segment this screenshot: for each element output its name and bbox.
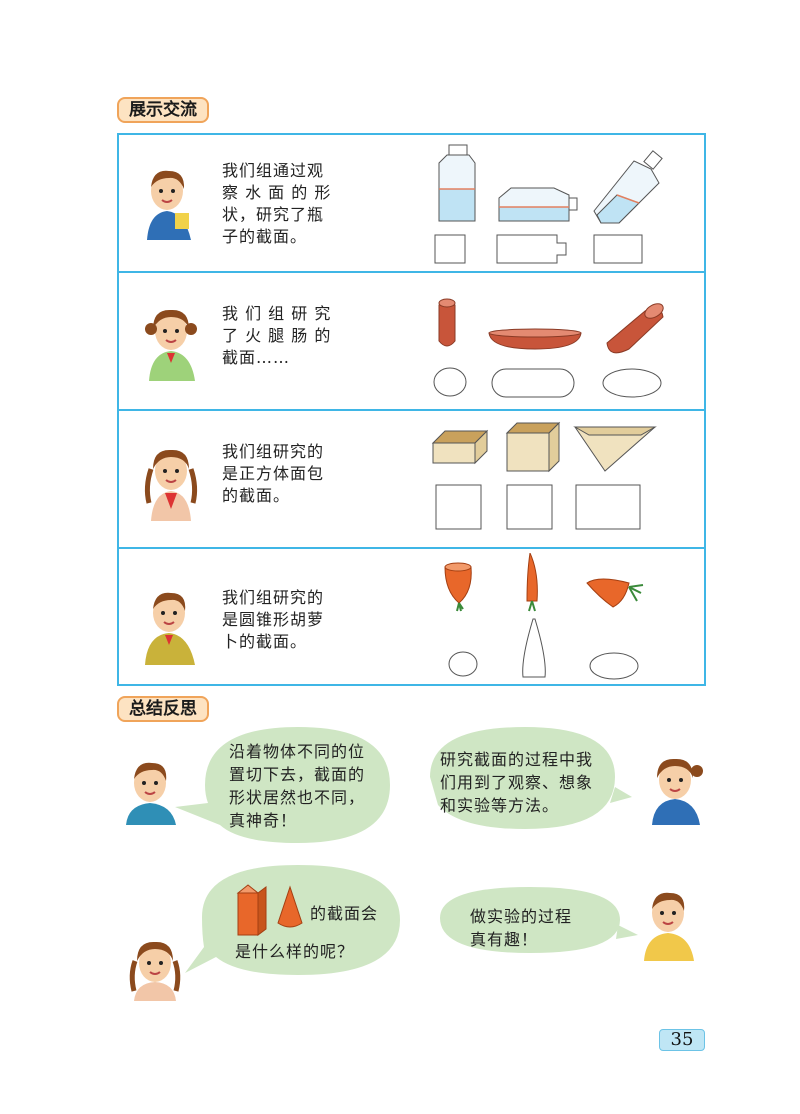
bubble-text-1: 沿着物体不同的位 置切下去，截面的 形状居然也不同， 真神奇！ [229, 742, 366, 830]
bread-figures [431, 421, 657, 530]
row-text: 我们组研究的 是正方体面包 的截面。 [222, 442, 325, 505]
lying-bottle [498, 187, 578, 222]
boy-avatar [126, 762, 176, 825]
showcase-panel: 我们组通过观 察 水 面 的 形 状，研究了瓶 子的截面。 [117, 133, 706, 686]
section-triangle [522, 618, 546, 678]
row-bread: 我们组研究的 是正方体面包 的截面。 [119, 411, 704, 549]
section-ellipse [589, 652, 639, 680]
carrot-figures [444, 553, 644, 680]
row-bottle: 我们组通过观 察 水 面 的 形 状，研究了瓶 子的截面。 [119, 135, 704, 273]
section-circle [433, 367, 467, 397]
section-rectangle [575, 484, 641, 530]
summary-illustrations [126, 727, 703, 1001]
row-text: 我 们 组 研 究 了 火 腿 肠 的 截面…… [222, 304, 332, 367]
section-bottle-shape [496, 234, 567, 264]
row-text: 我们组通过观 察 水 面 的 形 状，研究了瓶 子的截面。 [222, 161, 332, 246]
speech-bubble [430, 727, 615, 829]
girl-avatar [145, 309, 197, 381]
row-sausage: 我 们 组 研 究 了 火 腿 肠 的 截面…… [119, 273, 704, 411]
section-ellipse [602, 368, 662, 398]
girl-avatar [144, 449, 198, 521]
speech-bubble [175, 727, 390, 843]
section-square [506, 484, 553, 530]
girl-avatar [129, 941, 181, 1001]
sausage-figures [433, 298, 664, 398]
bubble-text-3a: 的截面会 [310, 904, 379, 923]
bottle-figures [434, 144, 663, 264]
boy-avatar [145, 592, 195, 665]
page-number: 35 [659, 1029, 705, 1051]
bubble-text-3b: 是什么样的呢？ [235, 942, 355, 961]
row-text: 我们组研究的 是圆锥形胡萝 卜的截面。 [222, 588, 325, 651]
boy-avatar [147, 170, 191, 240]
upright-bottle [438, 144, 476, 222]
row-carrot: 我们组研究的 是圆锥形胡萝 卜的截面。 [119, 549, 704, 686]
section-circle [448, 651, 478, 677]
tilted-bottle [593, 150, 663, 224]
bubble-text-2: 研究截面的过程中我 们用到了观察、想象 和实验等方法。 [440, 750, 594, 815]
girl-avatar [652, 758, 703, 825]
section-square [435, 484, 482, 530]
cone-figure [277, 885, 303, 928]
bubble-text-4: 做实验的过程 真有趣！ [470, 907, 573, 949]
prism-figure [236, 884, 267, 936]
section-tab-show: 展示交流 [117, 97, 209, 123]
section-square [434, 234, 466, 264]
section-tab-summary: 总结反思 [117, 696, 209, 722]
section-rectangle [593, 234, 643, 264]
speech-bubble [440, 887, 620, 953]
section-stadium [491, 368, 575, 398]
boy-avatar [644, 892, 694, 961]
